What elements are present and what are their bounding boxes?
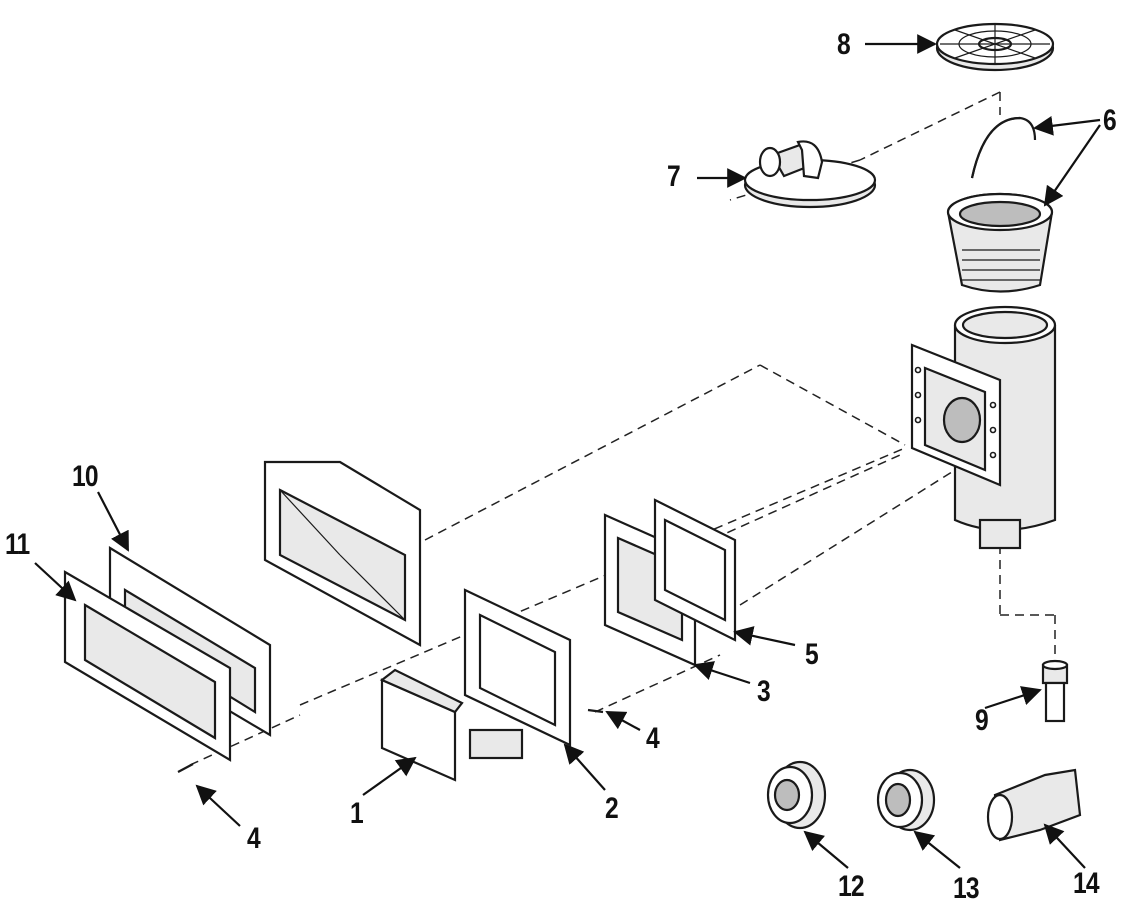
callout-7: 7 <box>667 160 681 193</box>
callout-10: 10 <box>72 460 99 493</box>
part-4-screw-b <box>177 763 194 773</box>
part-9-hose-fitting <box>1041 659 1069 723</box>
part-4-screw-a <box>587 708 604 714</box>
callout-11: 11 <box>5 528 30 561</box>
callout-4b: 4 <box>247 822 261 855</box>
callout-6: 6 <box>1103 104 1117 137</box>
part-13-threaded-ring <box>876 768 936 832</box>
callout-1: 1 <box>350 797 364 830</box>
callout-9: 9 <box>975 704 989 737</box>
part-1-weir <box>379 668 524 782</box>
callout-3: 3 <box>757 675 771 708</box>
callout-5: 5 <box>805 638 819 671</box>
skimmer-body <box>910 305 1057 550</box>
part-6-basket-and-handle <box>946 116 1054 293</box>
part-14-adapter <box>986 768 1082 842</box>
callout-12: 12 <box>838 870 865 903</box>
part-2-square-gasket <box>463 588 572 747</box>
faceplate-housing <box>263 460 422 647</box>
callout-2: 2 <box>605 792 619 825</box>
callout-8: 8 <box>837 28 851 61</box>
callout-arrows <box>34 34 1101 869</box>
part-12-return-fitting <box>766 760 827 830</box>
assembly-dash-lines <box>189 91 1056 766</box>
part-8-skimmer-lid <box>935 22 1055 72</box>
part-11-frame <box>63 570 232 762</box>
callout-14: 14 <box>1073 867 1100 900</box>
callout-4a: 4 <box>646 722 660 755</box>
callout-13: 13 <box>953 872 980 905</box>
part-7-vacuum-plate <box>743 140 877 209</box>
